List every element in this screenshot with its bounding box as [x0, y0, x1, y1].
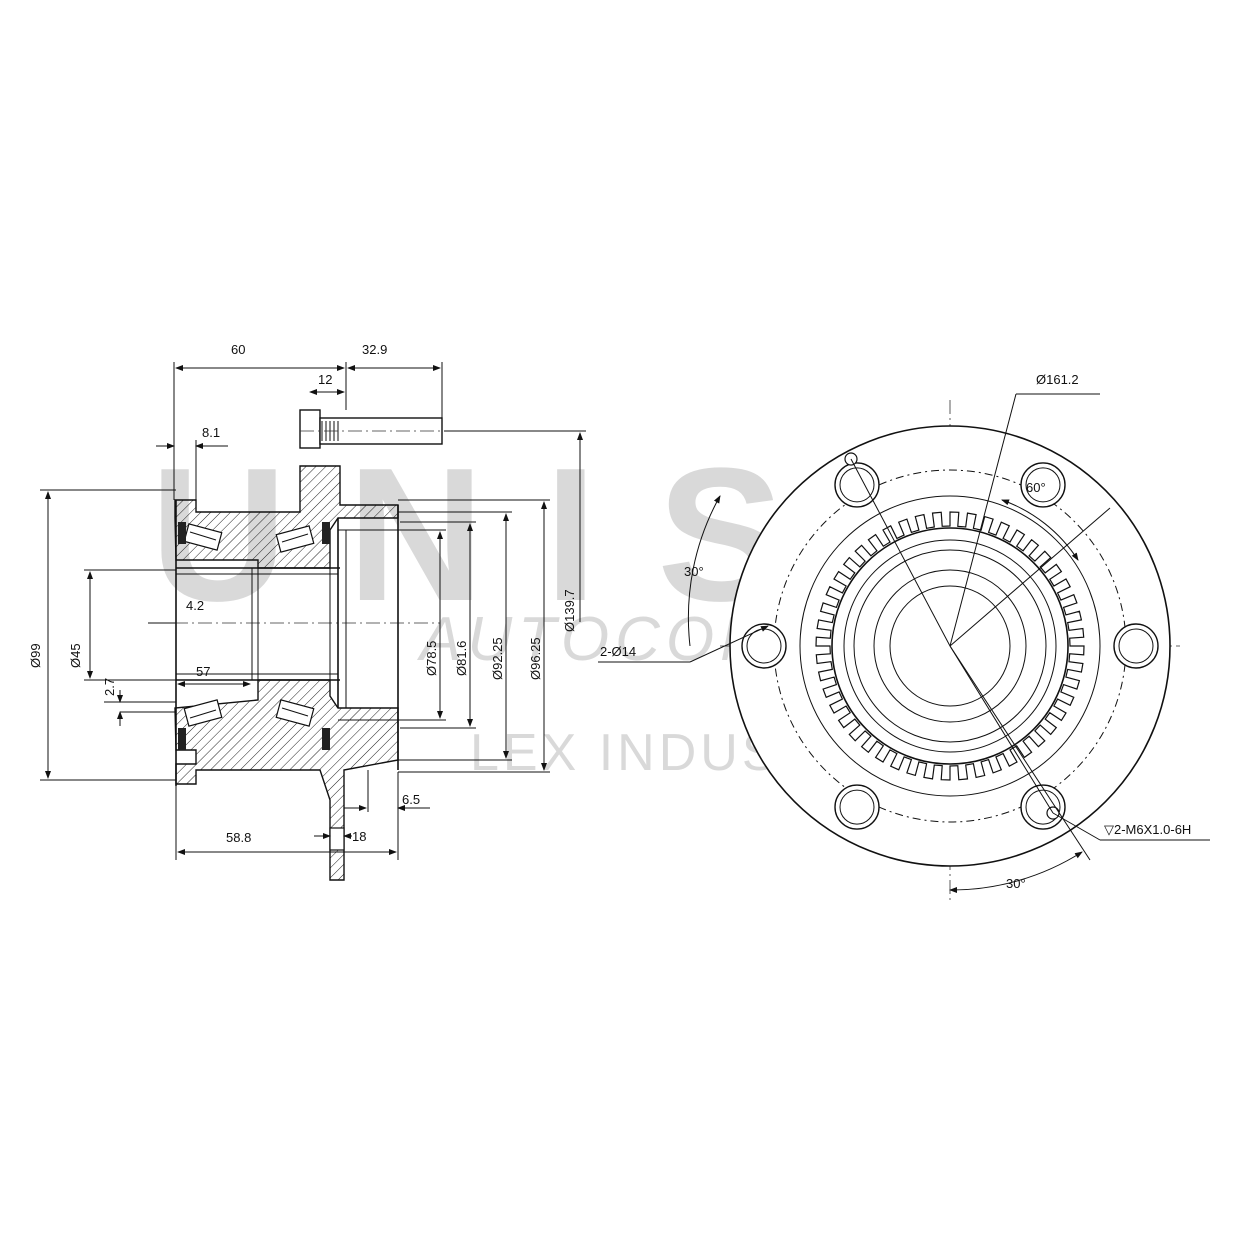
dim-dia78-5: Ø78.5 — [424, 641, 439, 676]
dim-dia99: Ø99 — [28, 643, 43, 668]
dim-12: 12 — [318, 372, 332, 387]
bolt-hole — [834, 462, 880, 508]
dim-dia81-6: Ø81.6 — [454, 641, 469, 676]
seal-upper-right — [322, 522, 330, 544]
dim-dia96-25: Ø96.25 — [528, 637, 543, 680]
wheel-stud — [299, 409, 450, 449]
abs-ring-inner — [831, 527, 1069, 765]
hub-circle-1 — [843, 539, 1057, 753]
dim-dia161-2: Ø161.2 — [1036, 372, 1079, 387]
dim-dia45: Ø45 — [68, 643, 83, 668]
roller-lower-left — [183, 699, 223, 727]
dim-thread-m6: ▽2-M6X1.0-6H — [1104, 822, 1191, 837]
side-section-view: 60 32.9 12 8.1 4.2 57 2.7 Ø99 Ø45 — [28, 342, 586, 881]
seal-upper-left — [178, 522, 186, 544]
dim-6-5: 6.5 — [402, 792, 420, 807]
roller-upper-right — [275, 525, 315, 553]
dim-angle-60: 60° — [1026, 480, 1046, 495]
bolt-hole — [1113, 623, 1159, 669]
dim-angle-30-left: 30° — [684, 564, 704, 579]
bolt-hole — [741, 623, 787, 669]
dim-dia92-25: Ø92.25 — [490, 637, 505, 680]
seal-lower-right — [322, 728, 330, 750]
bolt-hole — [1020, 784, 1066, 830]
dim-4-2: 4.2 — [186, 598, 204, 613]
dim-57: 57 — [196, 664, 210, 679]
dim-58-8: 58.8 — [226, 830, 251, 845]
hub-circle-2 — [853, 549, 1047, 743]
seal-lower-left — [178, 728, 186, 750]
dim-8-1: 8.1 — [202, 425, 220, 440]
dim-angle-30-bottom: 30° — [1006, 876, 1026, 891]
hub-circle-4 — [889, 585, 1011, 707]
dim-holes-2-dia14: 2-Ø14 — [600, 644, 636, 659]
dim-dia139-7: Ø139.7 — [562, 589, 577, 632]
bolt-holes — [741, 462, 1159, 830]
dim-2-7: 2.7 — [102, 678, 117, 696]
bolt-hole — [834, 784, 880, 830]
dim-60: 60 — [231, 342, 245, 357]
inner-flange-ring — [799, 495, 1101, 797]
dim-18: 18 — [352, 829, 366, 844]
roller-lower-right — [275, 699, 315, 727]
hub-circle-3 — [873, 569, 1027, 723]
lower-stud — [329, 827, 345, 851]
roller-upper-left — [183, 523, 223, 551]
front-view: 60° 30° 30° Ø161.2 2-Ø14 ▽2-M6X1.0-6H — [598, 372, 1210, 900]
dim-32-9: 32.9 — [362, 342, 387, 357]
